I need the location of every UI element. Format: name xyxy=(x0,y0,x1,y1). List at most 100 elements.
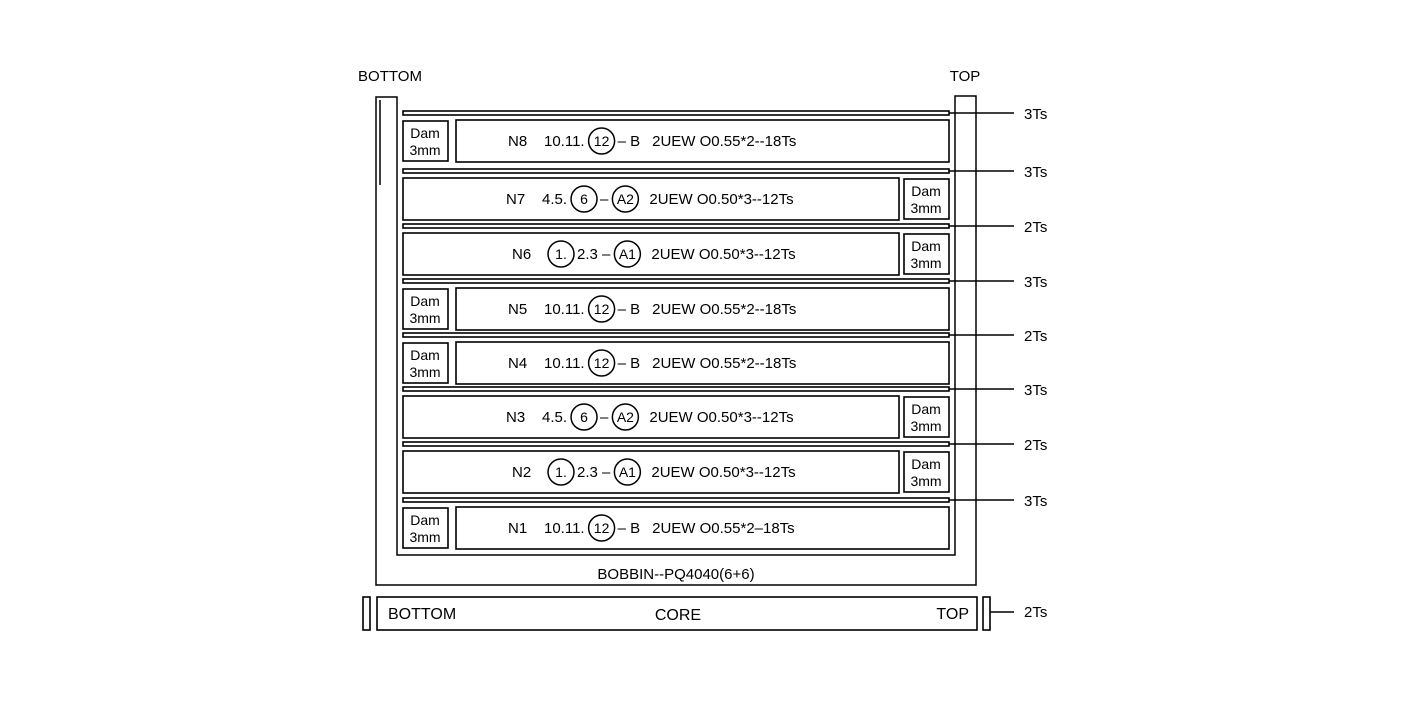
top-label: TOP xyxy=(950,68,981,85)
dam-label: Dam xyxy=(911,401,941,417)
insulation-turns-label: 3Ts xyxy=(1024,106,1047,123)
circled-pin-label: 6 xyxy=(580,409,588,425)
insulation-turns-label: 3Ts xyxy=(1024,382,1047,399)
pin-label: 10.11. xyxy=(544,520,585,537)
wire-spec: 2UEW O0.50*3--12Ts xyxy=(649,191,793,208)
pin-circle xyxy=(570,185,598,213)
pin-label: – B xyxy=(618,355,641,372)
winding-name: N2 xyxy=(512,464,531,481)
pin-circle xyxy=(547,240,575,268)
bottom-label: BOTTOM xyxy=(358,68,422,85)
circled-pin-label: A1 xyxy=(619,246,636,262)
pin-circle xyxy=(587,349,616,377)
circled-pin-label: A1 xyxy=(619,464,636,480)
dam-label: Dam xyxy=(410,125,440,141)
pin-circle xyxy=(587,295,616,323)
winding-name: N4 xyxy=(508,355,527,372)
pin-circle xyxy=(611,185,640,213)
winding-name: N8 xyxy=(508,133,527,150)
winding-box xyxy=(455,341,950,385)
winding-name: N1 xyxy=(508,520,527,537)
winding-box xyxy=(402,232,900,276)
winding-box xyxy=(402,177,900,221)
circled-pin-label: 1. xyxy=(555,246,567,262)
dam-label: Dam xyxy=(410,293,440,309)
pin-label: – B xyxy=(618,520,641,537)
winding-name: N6 xyxy=(512,246,531,263)
insulation-turns-label: 2Ts xyxy=(1024,328,1047,345)
dam-box xyxy=(402,120,449,162)
insulation-turns-label: 3Ts xyxy=(1024,493,1047,510)
wire-spec: 2UEW O0.50*3--12Ts xyxy=(651,464,795,481)
insulation-tape xyxy=(402,168,950,174)
winding-box xyxy=(402,395,900,439)
pin-label: 10.11. xyxy=(544,301,585,318)
winding-box xyxy=(455,119,950,163)
dam-size-label: 3mm xyxy=(910,255,941,271)
winding-box xyxy=(455,506,950,550)
winding-name: N3 xyxy=(506,409,525,426)
winding-box xyxy=(402,450,900,494)
dam-box xyxy=(903,178,950,220)
dam-box xyxy=(402,507,449,549)
wire-spec: 2UEW O0.55*2--18Ts xyxy=(652,355,796,372)
circled-pin-label: 12 xyxy=(594,520,610,536)
pin-label: 2.3 – xyxy=(577,464,611,481)
insulation-turns-label: 3Ts xyxy=(1024,164,1047,181)
wire-spec: 2UEW O0.55*2--18Ts xyxy=(652,301,796,318)
bobbin-label: BOBBIN--PQ4040(6+6) xyxy=(597,566,754,583)
pin-circle xyxy=(547,458,575,486)
pin-circle xyxy=(611,403,640,431)
dam-box xyxy=(903,396,950,438)
dam-label: Dam xyxy=(410,347,440,363)
core-insulation-label: 2Ts xyxy=(1024,604,1047,621)
pin-circle xyxy=(613,240,642,268)
circled-pin-label: 12 xyxy=(594,133,610,149)
wire-spec: 2UEW O0.55*2--18Ts xyxy=(652,133,796,150)
winding-box xyxy=(455,287,950,331)
insulation-tape xyxy=(402,278,950,284)
insulation-tape xyxy=(402,332,950,338)
dam-box xyxy=(903,233,950,275)
circled-pin-label: 1. xyxy=(555,464,567,480)
pin-circle xyxy=(570,403,598,431)
insulation-tape xyxy=(402,497,950,503)
dam-box xyxy=(402,288,449,330)
insulation-turns-label: 3Ts xyxy=(1024,274,1047,291)
core xyxy=(362,596,1014,631)
dam-label: Dam xyxy=(911,183,941,199)
pin-circle xyxy=(613,458,642,486)
insulation-tape xyxy=(402,441,950,447)
dam-label: Dam xyxy=(410,512,440,528)
dam-size-label: 3mm xyxy=(910,418,941,434)
pin-circle xyxy=(587,127,616,155)
insulation-turns-label: 2Ts xyxy=(1024,219,1047,236)
winding-name: N5 xyxy=(508,301,527,318)
bobbin-outline xyxy=(375,95,977,586)
dam-label: Dam xyxy=(911,456,941,472)
pin-label: – xyxy=(600,191,609,208)
insulation-tape xyxy=(402,110,950,116)
pin-label: 10.11. xyxy=(544,355,585,372)
dam-size-label: 3mm xyxy=(910,200,941,216)
pin-label: – B xyxy=(618,301,641,318)
circled-pin-label: 12 xyxy=(594,355,610,371)
circled-pin-label: A2 xyxy=(617,409,634,425)
circled-pin-label: 12 xyxy=(594,301,610,317)
pin-label: – xyxy=(600,409,609,426)
dam-size-label: 3mm xyxy=(409,364,440,380)
dam-label: Dam xyxy=(911,238,941,254)
winding-name: N7 xyxy=(506,191,525,208)
pin-label: 4.5. xyxy=(542,409,567,426)
pin-label: 2.3 – xyxy=(577,246,611,263)
dam-box xyxy=(402,342,449,384)
pin-circle xyxy=(587,514,616,542)
core-label: CORE xyxy=(655,607,701,624)
pin-label: – B xyxy=(618,133,641,150)
wire-spec: 2UEW O0.50*3--12Ts xyxy=(649,409,793,426)
wire-spec: 2UEW O0.50*3--12Ts xyxy=(651,246,795,263)
dam-size-label: 3mm xyxy=(409,142,440,158)
circled-pin-label: 6 xyxy=(580,191,588,207)
pin-label: 10.11. xyxy=(544,133,585,150)
